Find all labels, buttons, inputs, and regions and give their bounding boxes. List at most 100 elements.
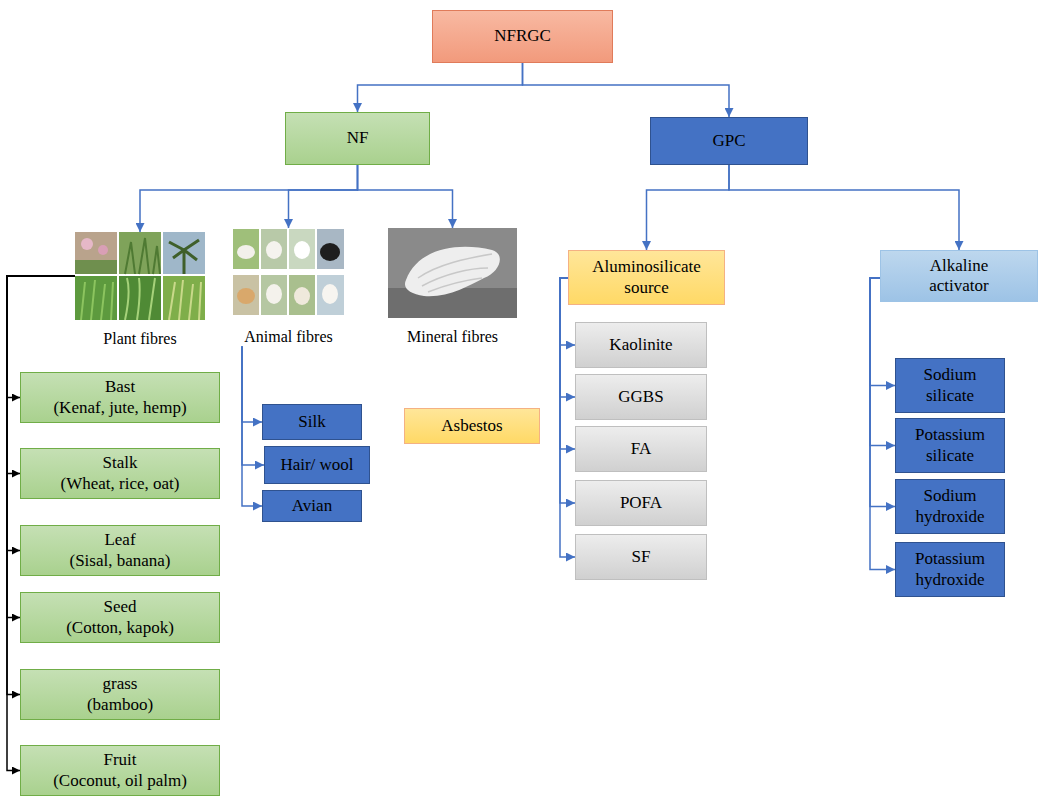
fibre-type-box: grass(bamboo) xyxy=(20,669,220,720)
node-text: POFA xyxy=(620,493,662,513)
text-group: Stalk(Wheat, rice, oat) xyxy=(61,453,180,494)
node-text: (bamboo) xyxy=(87,695,153,715)
node-text: Aluminosilicate source xyxy=(575,257,718,298)
connector-arrow xyxy=(870,278,895,507)
asbestos-photo xyxy=(388,228,517,318)
node-text: (Wheat, rice, oat) xyxy=(61,474,180,494)
text-group: POFA xyxy=(620,493,662,513)
node-text: Avian xyxy=(292,496,332,516)
node-text: Plant fibres xyxy=(103,329,176,348)
node-text: Sodium hydroxide xyxy=(905,486,995,527)
text-group: GGBS xyxy=(618,387,663,407)
connector-arrow xyxy=(140,165,358,232)
category-box: Alkaline activator xyxy=(880,250,1038,302)
node-text: Animal fibres xyxy=(244,327,332,346)
category-box: NF xyxy=(285,112,430,165)
connector-arrow xyxy=(870,278,895,446)
node-text: Potassium hydroxide xyxy=(905,549,995,590)
node-text: Asbestos xyxy=(441,416,502,436)
material-box: FA xyxy=(575,426,707,472)
text-group: Silk xyxy=(298,412,325,432)
material-box: Kaolinite xyxy=(575,322,707,368)
fibre-type-box: Seed(Cotton, kapok) xyxy=(20,592,220,643)
image-node: Animal fibres xyxy=(232,228,345,346)
material-box: Sodium silicate xyxy=(895,358,1005,413)
node-text: Stalk xyxy=(61,453,180,473)
node-text: (Kenaf, jute, hemp) xyxy=(53,398,186,418)
text-group: Leaf(Sisal, banana) xyxy=(69,530,170,571)
fibre-type-box: Stalk(Wheat, rice, oat) xyxy=(20,448,220,499)
category-box: Aluminosilicate source xyxy=(568,250,725,305)
material-box: GGBS xyxy=(575,374,707,420)
fibre-type-box: Fruit(Coconut, oil palm) xyxy=(20,745,220,796)
text-group: Sodium silicate xyxy=(905,365,995,406)
text-group: NFRGC xyxy=(494,26,551,46)
connector-arrow xyxy=(560,278,575,557)
connector-arrow xyxy=(358,63,523,112)
category-box: GPC xyxy=(650,117,808,165)
node-text: (Cotton, kapok) xyxy=(66,618,174,638)
text-group: Hair/ wool xyxy=(280,455,353,475)
text-group: Plant fibres xyxy=(103,320,176,348)
node-text: SF xyxy=(632,547,651,567)
material-box: Potassium hydroxide xyxy=(895,542,1005,597)
connector-arrow xyxy=(870,278,895,570)
text-group: Mineral fibres xyxy=(407,318,498,346)
connector-arrow xyxy=(358,165,453,228)
fibre-type-box: Silk xyxy=(262,404,362,440)
animal-photo-grid xyxy=(232,228,345,318)
connector-arrow xyxy=(242,346,264,465)
fibre-type-box: Leaf(Sisal, banana) xyxy=(20,525,220,576)
text-group: GPC xyxy=(712,131,745,151)
connector-arrow xyxy=(560,278,575,503)
connector-arrow xyxy=(523,63,730,117)
node-text: Alkaline activator xyxy=(914,256,1004,297)
node-text: GPC xyxy=(712,131,745,151)
node-text: Mineral fibres xyxy=(407,327,498,346)
node-text: NFRGC xyxy=(494,26,551,46)
connector-arrow xyxy=(729,165,959,250)
node-text: Silk xyxy=(298,412,325,432)
fibre-type-box: Asbestos xyxy=(404,408,540,444)
connector-arrow xyxy=(242,346,262,422)
node-text: Potassium silicate xyxy=(905,425,995,466)
material-box: Sodium hydroxide xyxy=(895,479,1005,534)
text-group: Potassium hydroxide xyxy=(905,549,995,590)
node-text: Hair/ wool xyxy=(280,455,353,475)
node-text: (Coconut, oil palm) xyxy=(53,771,187,791)
node-text: Bast xyxy=(53,377,186,397)
node-text: (Sisal, banana) xyxy=(69,551,170,571)
node-text: Leaf xyxy=(69,530,170,550)
node-text: grass xyxy=(87,674,153,694)
text-group: Fruit(Coconut, oil palm) xyxy=(53,750,187,791)
connector-arrow xyxy=(647,165,730,250)
node-text: Seed xyxy=(66,597,174,617)
connector-arrow xyxy=(242,346,262,506)
fibre-type-box: Avian xyxy=(262,490,362,522)
node-text: NF xyxy=(347,128,369,148)
text-group: SF xyxy=(632,547,651,567)
node-text: FA xyxy=(631,439,651,459)
text-group: Seed(Cotton, kapok) xyxy=(66,597,174,638)
text-group: Avian xyxy=(292,496,332,516)
material-box: Potassium silicate xyxy=(895,418,1005,473)
image-node: Plant fibres xyxy=(75,232,205,348)
text-group: Kaolinite xyxy=(609,335,672,355)
fibre-type-box: Bast(Kenaf, jute, hemp) xyxy=(20,372,220,423)
text-group: NF xyxy=(347,128,369,148)
node-text: Fruit xyxy=(53,750,187,770)
plant-photo-collage xyxy=(75,232,205,320)
fibre-type-box: Hair/ wool xyxy=(264,446,370,484)
image-node: Mineral fibres xyxy=(388,228,517,346)
text-group: grass(bamboo) xyxy=(87,674,153,715)
text-group: Alkaline activator xyxy=(914,256,1004,297)
node-text: Sodium silicate xyxy=(905,365,995,406)
node-text: GGBS xyxy=(618,387,663,407)
root-box: NFRGC xyxy=(432,10,613,63)
connector-arrow xyxy=(289,165,358,228)
text-group: Sodium hydroxide xyxy=(905,486,995,527)
material-box: POFA xyxy=(575,480,707,526)
text-group: Bast(Kenaf, jute, hemp) xyxy=(53,377,186,418)
text-group: FA xyxy=(631,439,651,459)
